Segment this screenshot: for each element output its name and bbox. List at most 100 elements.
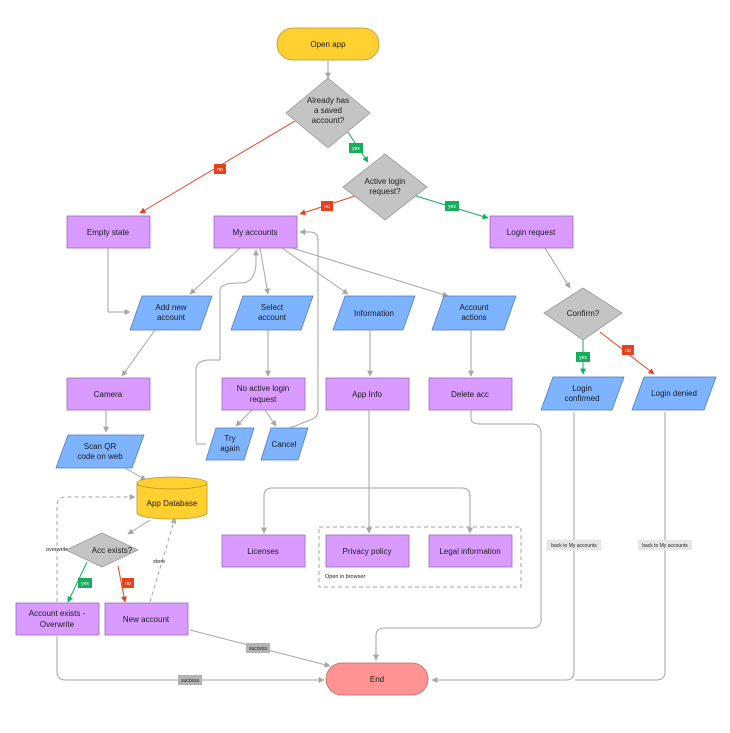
edge-cancel-loop xyxy=(289,229,319,429)
edge-denied-to-end xyxy=(575,412,666,681)
group-open-in-browser: Open in browser xyxy=(318,526,522,588)
node-licenses: Licenses xyxy=(221,534,306,568)
node-confirm: Confirm? xyxy=(543,287,623,341)
node-app-database: App Database xyxy=(136,476,208,520)
svg-text:Open app: Open app xyxy=(310,40,346,49)
edge-appinfo-split xyxy=(263,410,471,534)
svg-text:Overwrite: Overwrite xyxy=(40,620,75,629)
tag-success-exists: success xyxy=(178,675,202,685)
svg-text:Account exists -: Account exists - xyxy=(29,609,86,618)
node-empty-state: Empty state xyxy=(66,215,151,249)
node-saved-account: Already has a saved account? xyxy=(285,77,371,149)
svg-text:back to My accounts: back to My accounts xyxy=(642,543,688,549)
svg-text:Already has: Already has xyxy=(307,96,349,105)
label-overwrite: overwrite xyxy=(46,547,68,553)
edge-empty-to-add xyxy=(107,248,131,315)
svg-text:yes: yes xyxy=(81,581,89,587)
tag-yes-saved: yes xyxy=(349,143,363,153)
node-login-confirmed: Login confirmed xyxy=(540,376,625,411)
svg-text:Scan QR: Scan QR xyxy=(84,442,117,451)
svg-text:yes: yes xyxy=(352,146,360,152)
svg-text:Confirm?: Confirm? xyxy=(567,309,600,318)
node-login-denied: Login denied xyxy=(631,376,717,411)
tag-yes-active: yes xyxy=(445,201,459,211)
svg-text:request?: request? xyxy=(369,187,401,196)
edge-acc-yes xyxy=(67,561,88,603)
label-store: store xyxy=(153,559,165,565)
node-login-request: Login request xyxy=(489,215,574,249)
node-information: Information xyxy=(332,295,416,331)
svg-text:yes: yes xyxy=(448,204,456,210)
tag-no-saved: no xyxy=(214,164,226,174)
node-delete-acc: Delete acc xyxy=(428,377,513,411)
svg-text:Licenses: Licenses xyxy=(247,547,279,556)
edge-add-to-camera xyxy=(121,329,156,377)
svg-text:Privacy policy: Privacy policy xyxy=(343,547,392,556)
svg-text:No active login: No active login xyxy=(237,384,289,393)
node-account-exists-overwrite: Account exists - Overwrite xyxy=(15,602,100,636)
svg-text:Information: Information xyxy=(354,309,394,318)
edge-scan-to-db xyxy=(124,467,147,481)
svg-text:no: no xyxy=(625,348,631,354)
node-active-login: Active login request? xyxy=(342,153,428,221)
svg-text:actions: actions xyxy=(461,313,486,322)
tag-yes-confirm: yes xyxy=(576,352,590,362)
tag-back-denied: back to My accounts xyxy=(638,540,692,550)
edge-tags: no yes no yes yes no yes no ov xyxy=(46,143,692,685)
node-app-info: App Info xyxy=(325,377,410,411)
svg-text:New account: New account xyxy=(123,615,170,624)
svg-text:My accounts: My accounts xyxy=(233,228,278,237)
node-scan-qr: Scan QR code on web xyxy=(55,434,145,469)
node-my-accounts: My accounts xyxy=(213,215,298,249)
svg-text:confirmed: confirmed xyxy=(564,394,599,403)
svg-text:account: account xyxy=(258,313,287,322)
tag-no-active: no xyxy=(321,201,333,211)
node-account-actions: Account actions xyxy=(431,295,517,331)
edge-delete-to-end xyxy=(373,410,542,661)
svg-text:Login denied: Login denied xyxy=(651,389,697,398)
edge-exists-to-end xyxy=(56,636,325,683)
svg-text:a saved: a saved xyxy=(314,106,342,115)
node-add-new-account: Add new account xyxy=(129,295,213,331)
svg-text:success: success xyxy=(181,678,200,684)
edge-confirmed-to-end xyxy=(431,412,575,683)
svg-text:no: no xyxy=(324,204,330,210)
svg-text:Cancel: Cancel xyxy=(272,440,297,449)
svg-text:yes: yes xyxy=(579,355,587,361)
node-try-again: Try again xyxy=(205,427,255,461)
tag-success-new: success xyxy=(246,643,270,653)
svg-text:Account: Account xyxy=(460,303,490,312)
tag-no-acc: no xyxy=(122,578,134,588)
svg-text:success: success xyxy=(249,646,268,652)
svg-text:Open in browser: Open in browser xyxy=(325,574,366,580)
svg-text:Login: Login xyxy=(572,384,592,393)
node-open-app: Open app xyxy=(276,27,380,61)
node-cancel: Cancel xyxy=(260,427,309,461)
edge-store-dashed xyxy=(149,517,177,603)
svg-text:account?: account? xyxy=(312,116,345,125)
node-no-active-login: No active login request xyxy=(221,377,306,411)
svg-text:Add new: Add new xyxy=(155,303,186,312)
svg-text:Legal information: Legal information xyxy=(439,547,500,556)
tag-back-confirmed: back to My accounts xyxy=(546,539,602,551)
node-camera: Camera xyxy=(66,377,151,411)
svg-text:account: account xyxy=(157,313,186,322)
edge-db-to-acc xyxy=(127,519,151,535)
edge-loginreq-to-confirm xyxy=(544,247,571,289)
edge-noactive-to-cancel xyxy=(264,409,277,427)
edge-my-to-actions xyxy=(291,247,449,298)
svg-text:Try: Try xyxy=(224,434,235,443)
svg-text:Login request: Login request xyxy=(507,228,556,237)
edge-try-loop xyxy=(195,249,259,445)
connectors xyxy=(56,60,666,683)
svg-text:App Info: App Info xyxy=(352,390,382,399)
node-legal-information: Legal information xyxy=(428,534,513,568)
svg-text:Acc exists?: Acc exists? xyxy=(92,546,133,555)
svg-text:Empty state: Empty state xyxy=(87,228,130,237)
edge-noactive-to-try xyxy=(235,409,253,427)
svg-text:Select: Select xyxy=(261,303,284,312)
tag-no-confirm: no xyxy=(622,345,634,355)
node-end: End xyxy=(325,662,429,696)
node-privacy-policy: Privacy policy xyxy=(325,534,410,568)
